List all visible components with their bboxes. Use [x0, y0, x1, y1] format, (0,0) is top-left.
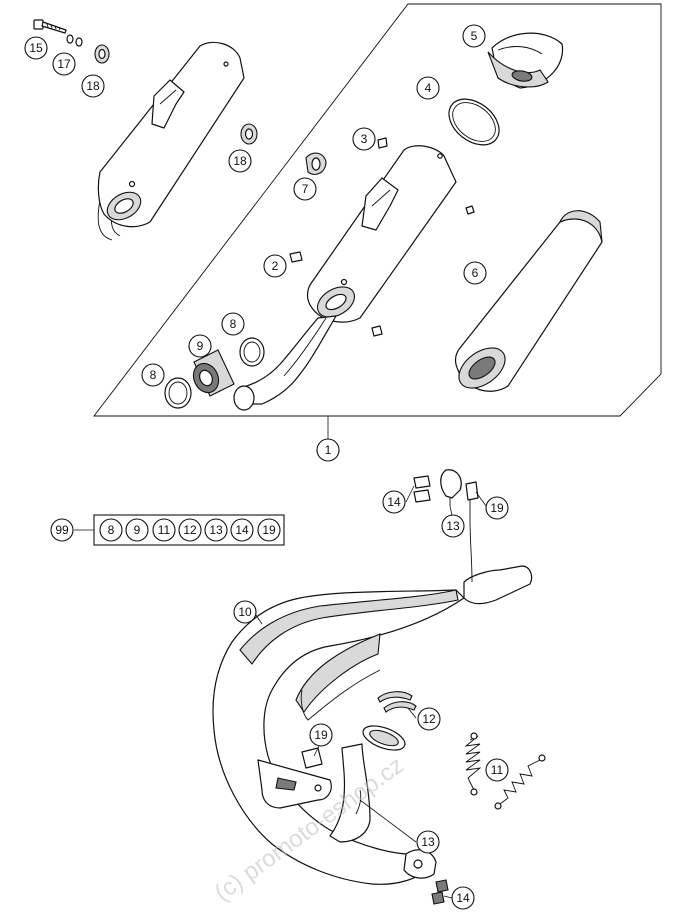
svg-text:14: 14 [456, 891, 470, 905]
svg-text:8: 8 [230, 317, 237, 331]
spring-11-right [494, 754, 546, 810]
svg-text:7: 7 [302, 182, 309, 196]
kit-item: 12 [178, 518, 202, 542]
clip-19-lower [301, 747, 323, 769]
svg-text:19: 19 [490, 501, 504, 515]
silencer-body [306, 145, 457, 323]
kit-99: 99 8 9 11 12 13 14 19 [50, 514, 285, 546]
svg-text:14: 14 [387, 495, 401, 509]
callout-19: 19 [485, 496, 509, 520]
assembly-1-boundary [93, 3, 662, 417]
callout-6: 6 [463, 261, 487, 285]
sleeve-9 [192, 349, 235, 397]
washer-18-side [240, 123, 258, 145]
o-rings-17 [66, 34, 83, 47]
screws-14-lower [431, 879, 449, 905]
kit-item: 13 [204, 518, 228, 542]
silencer-assembled [97, 41, 245, 241]
svg-text:99: 99 [55, 523, 69, 537]
callout-2: 2 [263, 254, 287, 278]
svg-text:18: 18 [233, 154, 247, 168]
svg-text:3: 3 [361, 132, 368, 146]
svg-text:13: 13 [209, 523, 223, 537]
end-cap-5 [487, 32, 564, 89]
callout-10: 10 [233, 600, 257, 624]
svg-text:4: 4 [425, 81, 432, 95]
callout-9: 9 [188, 334, 212, 358]
callout-18: 18 [228, 149, 252, 173]
callout-8: 8 [141, 363, 165, 387]
screw-2 [289, 251, 303, 263]
callout-3: 3 [352, 127, 376, 151]
svg-text:12: 12 [422, 712, 436, 726]
svg-text:8: 8 [150, 368, 157, 382]
callout-19: 19 [309, 723, 333, 747]
callout-11: 11 [485, 758, 509, 782]
connecting-pipe [233, 315, 337, 411]
callout-18: 18 [81, 74, 105, 98]
svg-text:1: 1 [325, 443, 332, 457]
callout-14: 14 [451, 886, 475, 910]
svg-text:8: 8 [108, 523, 115, 537]
svg-text:12: 12 [183, 523, 197, 537]
gasket-8-left [164, 377, 192, 409]
header-pipe-10 [212, 565, 533, 885]
screws-14-top [413, 475, 431, 503]
svg-text:14: 14 [235, 523, 249, 537]
clip-19-top [465, 481, 479, 583]
nut-small [465, 205, 475, 215]
grommet-7 [305, 152, 327, 175]
svg-text:18: 18 [86, 79, 100, 93]
outer-sleeve-6 [454, 210, 603, 392]
kit-item: 14 [230, 518, 254, 542]
callout-15: 15 [24, 36, 48, 60]
svg-text:13: 13 [446, 519, 460, 533]
kit-99-label: 99 [50, 518, 74, 542]
svg-text:5: 5 [471, 29, 478, 43]
callout-4: 4 [416, 76, 440, 100]
screw-15 [33, 19, 67, 34]
svg-text:13: 13 [421, 835, 435, 849]
callout-12: 12 [417, 707, 441, 731]
svg-text:15: 15 [29, 41, 43, 55]
svg-text:2: 2 [272, 259, 279, 273]
kit-item: 8 [99, 518, 123, 542]
kit-item: 9 [125, 518, 149, 542]
kit-item: 19 [257, 518, 281, 542]
o-ring-4 [448, 98, 500, 146]
callout-13: 13 [416, 830, 440, 854]
svg-text:17: 17 [57, 57, 71, 71]
svg-text:10: 10 [238, 605, 252, 619]
callout-7: 7 [293, 177, 317, 201]
washer-18-top [94, 44, 110, 64]
callout-14: 14 [382, 490, 406, 514]
svg-text:9: 9 [197, 339, 204, 353]
svg-text:11: 11 [491, 763, 504, 777]
rivet-3 [377, 137, 388, 149]
kit-item: 11 [152, 518, 176, 542]
spring-11-left [464, 732, 482, 796]
svg-text:19: 19 [262, 523, 276, 537]
gasket-8-right [239, 337, 265, 367]
svg-text:11: 11 [158, 523, 171, 537]
gaskets-12 [377, 691, 417, 713]
svg-text:6: 6 [472, 266, 479, 280]
callout-13: 13 [441, 514, 465, 538]
callout-5: 5 [462, 24, 486, 48]
callout-1: 1 [316, 438, 340, 462]
svg-text:9: 9 [134, 523, 141, 537]
svg-text:19: 19 [314, 728, 328, 742]
holder-13-top [440, 469, 462, 506]
callout-8: 8 [221, 312, 245, 336]
screw-lower [371, 325, 383, 337]
callout-17: 17 [52, 52, 76, 76]
holder-13-lower [355, 789, 437, 879]
